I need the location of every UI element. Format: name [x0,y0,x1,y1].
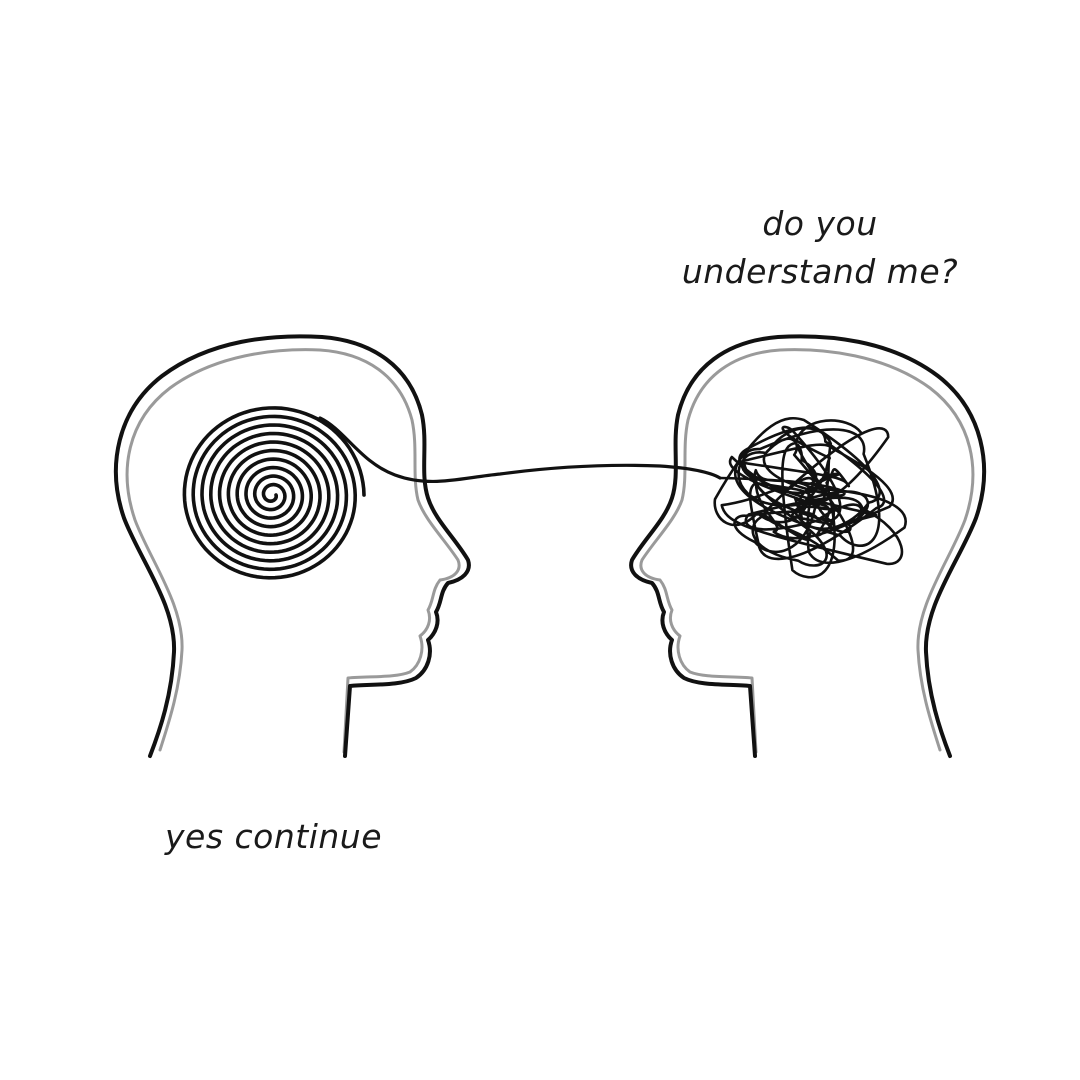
connecting-thread [318,416,722,484]
question-line-2: understand me? [681,252,959,291]
right-head-echo-outline [639,348,975,754]
left-spiral [182,406,366,580]
right-scribble [713,416,907,579]
question-line-1: do you [762,204,878,243]
question-caption: do you understand me? [660,200,980,296]
right-head-outline [629,334,987,758]
answer-caption: yes continue [165,817,383,856]
left-head-outline [113,334,471,758]
left-head-echo-outline [125,348,461,754]
right-head [629,334,987,758]
left-head [113,334,471,758]
